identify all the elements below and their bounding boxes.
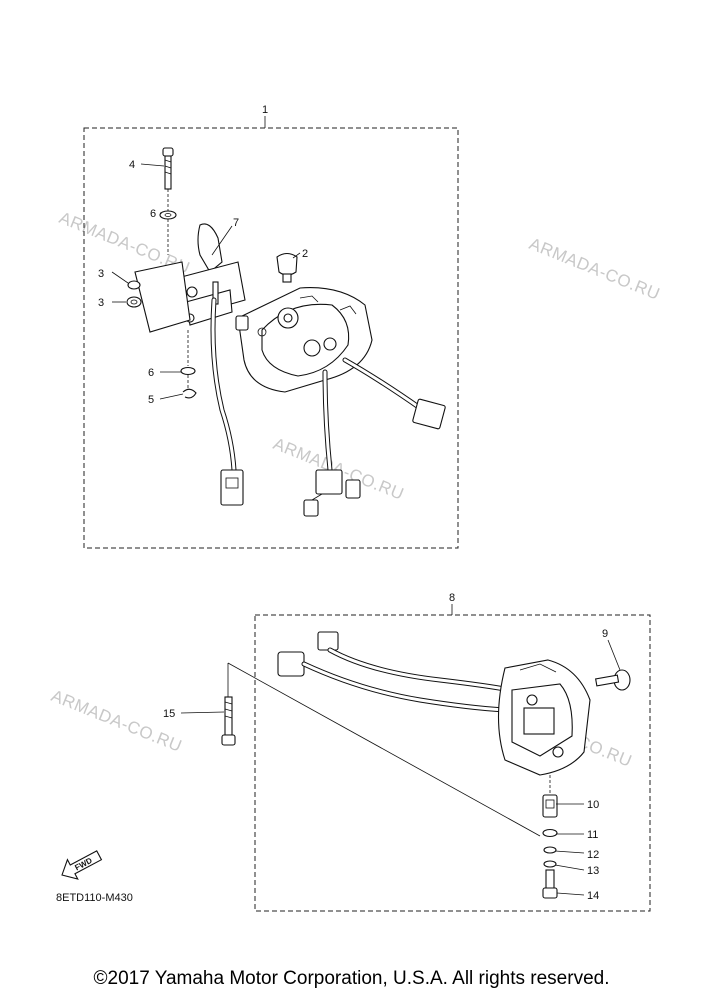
connector: [277, 651, 305, 677]
callout-11: 11: [587, 829, 598, 841]
connector: [315, 469, 343, 495]
washer-part-13: [543, 860, 557, 868]
callout-13: 13: [587, 865, 599, 877]
screw-part-14: [542, 869, 558, 899]
connector: [412, 398, 446, 430]
switch-housing-8: [497, 659, 591, 776]
fwd-arrow-icon: FWD: [61, 850, 103, 880]
washer-part-12: [543, 846, 557, 854]
callout-5: 5: [148, 394, 154, 406]
plate-part: [134, 261, 191, 333]
bolt-part-4: [162, 147, 174, 190]
callout-6: 6: [148, 367, 154, 379]
callout-8: 8: [449, 592, 455, 604]
bolt-part-15: [221, 696, 236, 746]
callout-14: 14: [587, 890, 599, 902]
watermark: ARMADA-CO.RU: [527, 234, 663, 304]
clip-part-5: [182, 388, 197, 399]
callout-12: 12: [587, 849, 599, 861]
callout-7: 7: [233, 217, 239, 229]
diagram-code: 8ETD110-M430: [56, 892, 133, 904]
switch-housing: [235, 287, 373, 393]
connector: [303, 499, 319, 517]
nut-part-3: [126, 280, 142, 308]
washer-part-6: [159, 210, 177, 220]
assembly-8-box: [254, 614, 651, 912]
callout-labels: 1 2 3 3 4 5 6 6 7 8 9 10 11 12 13 14 15: [98, 104, 608, 902]
callout-1: 1: [262, 104, 268, 116]
connector: [317, 631, 339, 651]
washer-part-11: [542, 828, 558, 838]
callout-4: 4: [129, 159, 135, 171]
connector: [345, 479, 361, 499]
watermark: ARMADA-CO.RU: [49, 686, 185, 756]
callout-9: 9: [602, 628, 608, 640]
assembly-1-box: [83, 127, 459, 549]
callout-6: 6: [150, 208, 156, 220]
leader-lines: [111, 163, 585, 896]
copyright-footer: ©2017 Yamaha Motor Corporation, U.S.A. A…: [93, 968, 610, 989]
callout-3: 3: [98, 268, 104, 280]
callout-10: 10: [587, 799, 599, 811]
button-part-2: [276, 252, 298, 283]
terminal-part-10: [542, 794, 558, 818]
connector: [220, 469, 244, 506]
callout-2: 2: [302, 248, 308, 260]
callout-15: 15: [163, 708, 175, 720]
screw-part-9: [595, 669, 631, 691]
washer-part-6-lower: [180, 366, 196, 376]
callout-3: 3: [98, 297, 104, 309]
